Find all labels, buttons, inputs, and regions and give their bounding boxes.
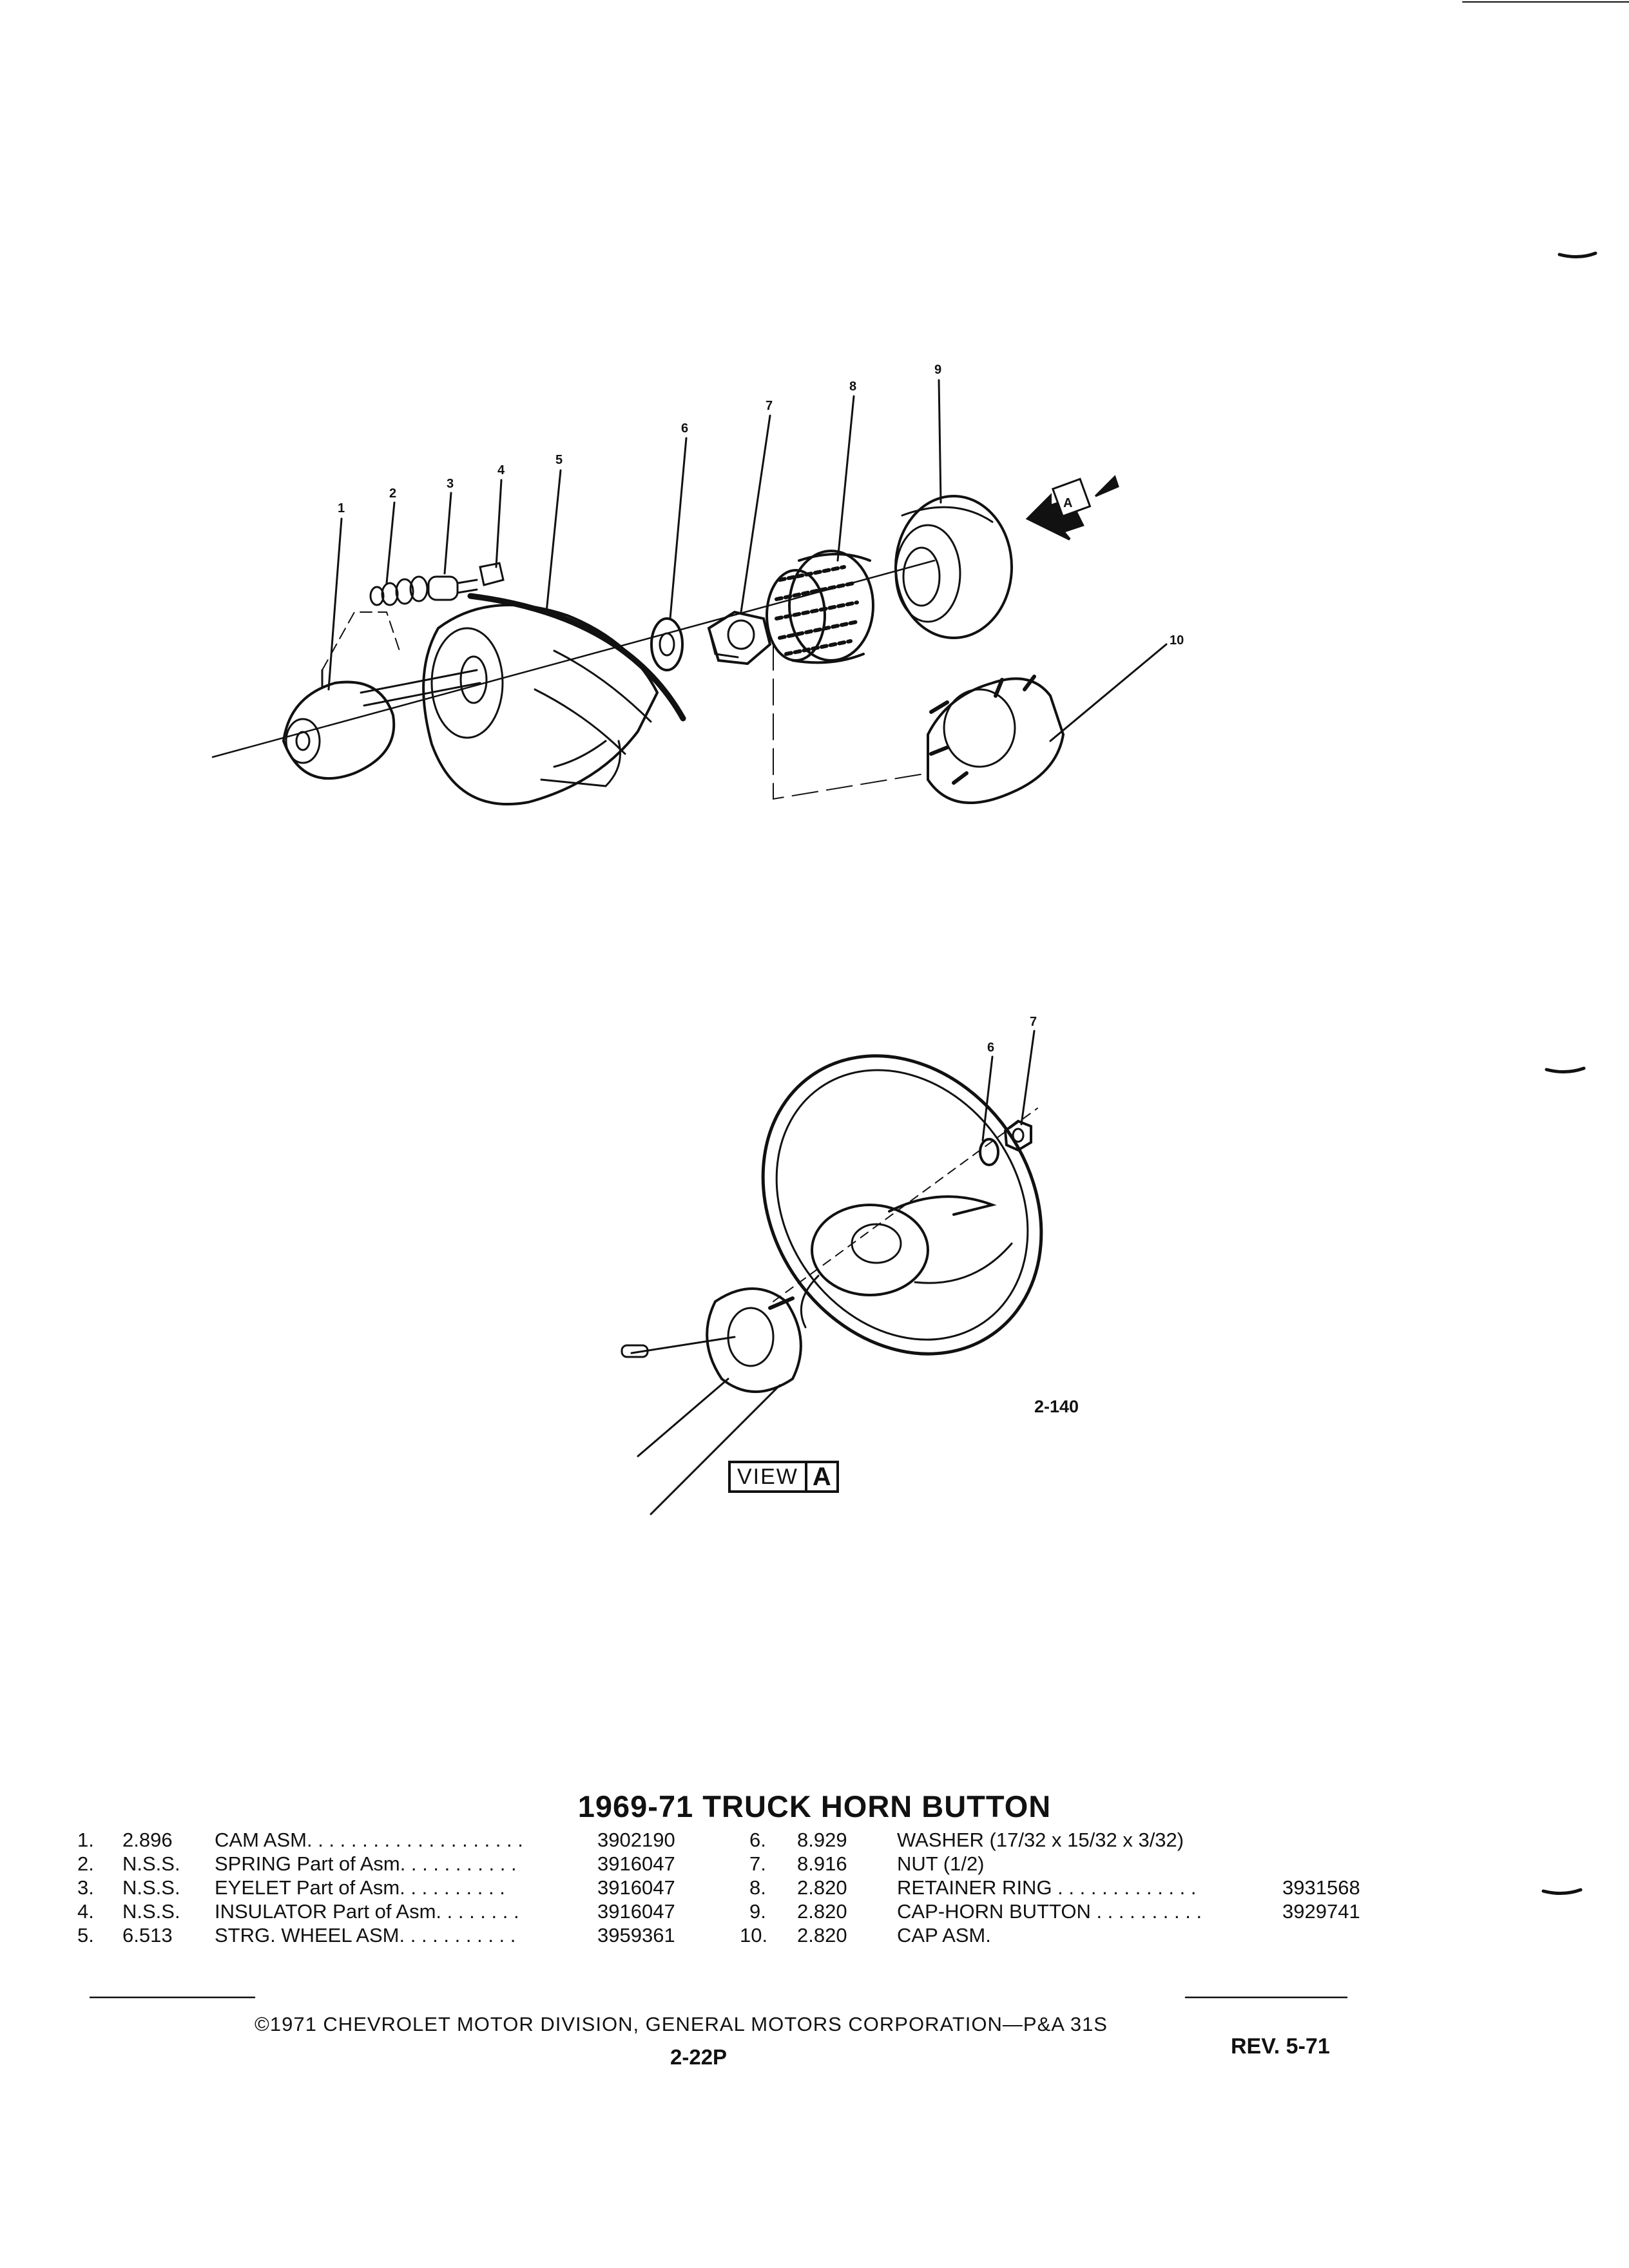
page-number: 2-22P: [670, 2045, 728, 2069]
callout-9: 9: [934, 363, 941, 377]
parts-right-code-6: 8.929: [797, 1829, 847, 1851]
parts-left-desc-5: STRG. WHEEL ASM. . . . . . . . . . .: [215, 1924, 516, 1946]
parts-left-code-2: N.S.S.: [122, 1852, 180, 1875]
callout-6: 6: [681, 421, 688, 436]
parts-right-no-10: 10.: [740, 1924, 768, 1946]
callout-4: 4: [497, 463, 505, 477]
parts-right-code-9: 2.820: [797, 1900, 847, 1923]
parts-right-no-7: 7.: [749, 1852, 766, 1875]
parts-right-code-8: 2.820: [797, 1876, 847, 1899]
steering-wheel-hub-part: [422, 593, 686, 806]
parts-right-part-8: 3931568: [1282, 1876, 1360, 1899]
parts-left-no-5: 5.: [77, 1924, 94, 1946]
parts-left-part-5: 3959361: [597, 1924, 675, 1946]
figure-id: 2-140: [1034, 1397, 1079, 1416]
parts-left-code-4: N.S.S.: [122, 1900, 180, 1923]
page-title: 1969-71 TRUCK HORN BUTTON: [577, 1789, 1052, 1823]
callout-view-7: 7: [1030, 1015, 1037, 1029]
parts-left-desc-3: EYELET Part of Asm. . . . . . . . . .: [215, 1876, 505, 1899]
parts-left-part-3: 3916047: [597, 1876, 675, 1899]
parts-right-desc-10: CAP ASM.: [897, 1924, 991, 1946]
parts-right-part-9: 3929741: [1282, 1900, 1360, 1923]
parts-right-desc-6: WASHER (17/32 x 15/32 x 3/32): [897, 1829, 1184, 1851]
parts-right-code-7: 8.916: [797, 1852, 847, 1875]
steering-wheel-view: [621, 1030, 1043, 1515]
parts-right-no-8: 8.: [749, 1876, 766, 1899]
callout-1: 1: [338, 501, 345, 515]
callout-3: 3: [447, 477, 454, 491]
parts-left-code-1: 2.896: [122, 1829, 173, 1851]
parts-left-no-3: 3.: [77, 1876, 94, 1899]
parts-left-code-3: N.S.S.: [122, 1876, 180, 1899]
parts-right-no-6: 6.: [749, 1829, 766, 1851]
parts-left-no-1: 1.: [77, 1829, 94, 1851]
view-letter: A: [807, 1461, 839, 1493]
callout-2: 2: [389, 486, 396, 501]
parts-left-desc-2: SPRING Part of Asm. . . . . . . . . . .: [215, 1852, 517, 1875]
parts-left-code-5: 6.513: [122, 1924, 173, 1946]
parts-left-no-2: 2.: [77, 1852, 94, 1875]
parts-right-desc-8: RETAINER RING . . . . . . . . . . . . .: [897, 1876, 1197, 1899]
parts-right-desc-9: CAP-HORN BUTTON . . . . . . . . . .: [897, 1900, 1202, 1923]
view-a-label: VIEW A: [728, 1461, 839, 1493]
arrow-label: A: [1063, 496, 1072, 510]
parts-left-desc-1: CAM ASM. . . . . . . . . . . . . . . . .…: [215, 1829, 523, 1851]
washer-part: [650, 617, 684, 671]
nut-part: [707, 610, 772, 666]
parts-left-desc-4: INSULATOR Part of Asm. . . . . . . .: [215, 1900, 519, 1923]
cap-asm-part: [927, 675, 1065, 804]
parts-left-no-4: 4.: [77, 1900, 94, 1923]
parts-left-part-2: 3916047: [597, 1852, 675, 1875]
retainer-ring-part: [766, 550, 874, 664]
view-word: VIEW: [728, 1461, 807, 1493]
callout-7: 7: [766, 399, 773, 413]
callout-8: 8: [849, 380, 856, 394]
parts-right-desc-7: NUT (1/2): [897, 1852, 985, 1875]
revision-label: REV. 5-71: [1231, 2034, 1330, 2059]
parts-left-part-4: 3916047: [597, 1900, 675, 1923]
copyright-footer: ©1971 CHEVROLET MOTOR DIVISION, GENERAL …: [255, 2013, 1108, 2035]
spring-eyelet-group: [369, 562, 505, 606]
parts-right-no-9: 9.: [749, 1900, 766, 1923]
parts-right-code-10: 2.820: [797, 1924, 847, 1946]
parts-left-part-1: 3902190: [597, 1829, 675, 1851]
view-a-arrow: [1025, 475, 1119, 541]
cam-asm-part: [282, 669, 481, 780]
callout-10: 10: [1170, 633, 1184, 648]
callout-view-6: 6: [987, 1041, 994, 1055]
callout-5: 5: [555, 453, 563, 467]
horn-button-cap-part: [894, 495, 1013, 639]
